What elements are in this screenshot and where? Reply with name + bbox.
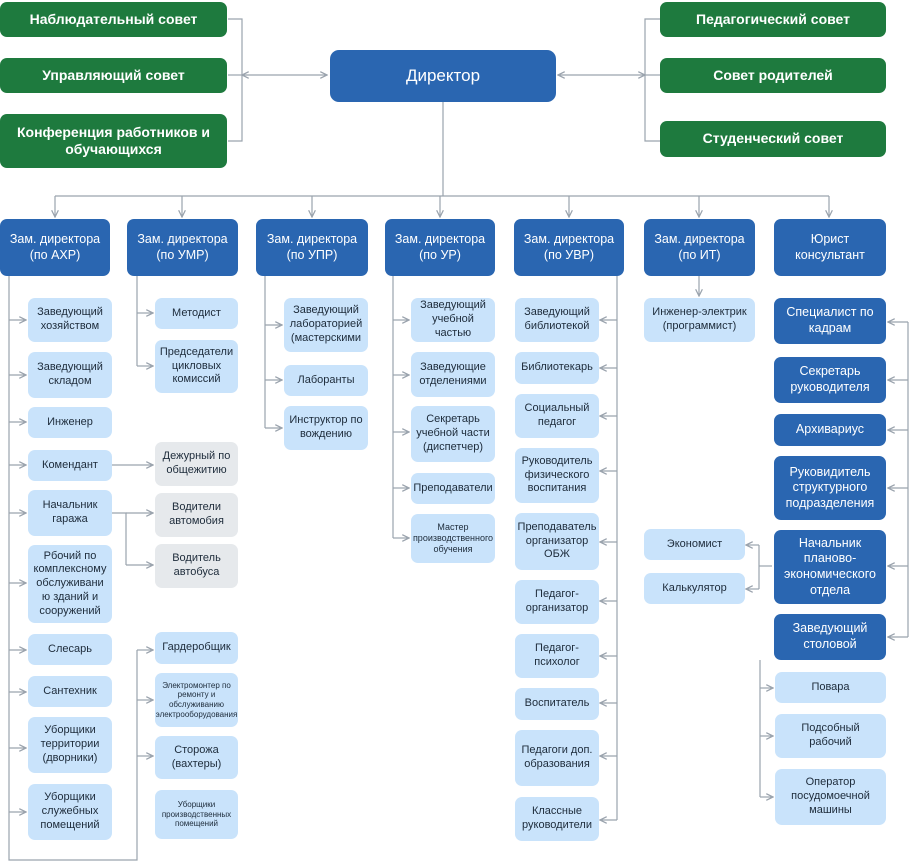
staff-box: Повара — [775, 672, 886, 703]
staff-box: Комендант — [28, 450, 112, 481]
director-box: Директор — [330, 50, 556, 102]
governance-parents-council: Совет родителей — [660, 58, 886, 93]
head-uvr: Зам. директора (по УВР) — [514, 219, 624, 276]
governance-conference: Конференция работников и обучающихся — [0, 114, 227, 168]
staff-box: Уборщики территории (дворники) — [28, 717, 112, 773]
staff-box: Гардеробщик — [155, 632, 238, 664]
staff-box: Преподаватель организатор ОБЖ — [515, 513, 599, 570]
staff-box: Начальник гаража — [28, 490, 112, 536]
staff-box: Педагог-организатор — [515, 580, 599, 624]
staff-box: Архивариус — [774, 414, 886, 446]
staff-box: Заведующий хозяйством — [28, 298, 112, 342]
staff-box: Калькулятор — [644, 573, 745, 604]
staff-box: Дежурный по общежитию — [155, 442, 238, 486]
staff-box: Преподаватели — [411, 473, 495, 504]
staff-box: Библиотекарь — [515, 352, 599, 384]
staff-box: Подсобный рабочий — [775, 714, 886, 758]
staff-box: Заведующий складом — [28, 352, 112, 398]
staff-box: Сантехник — [28, 676, 112, 707]
staff-box: Заведующий учебной частью — [411, 298, 495, 342]
governance-supervisory-board: Наблюдательный совет — [0, 2, 227, 37]
head-umr: Зам. директора (по УМР) — [127, 219, 238, 276]
head-ahr: Зам. директора (по АХР) — [0, 219, 110, 276]
staff-box: Руководитель физического воспитания — [515, 448, 599, 503]
staff-box: Методист — [155, 298, 238, 329]
staff-box: Уборщики служебных помещений — [28, 784, 112, 840]
staff-box: Заведующий лабораторией (мастерскими — [284, 298, 368, 352]
staff-box: Заведующий столовой — [774, 614, 886, 660]
staff-box: Рбочий по комплексному обслуживани ю зда… — [28, 545, 112, 623]
staff-box: Руковидитель структурного подразделения — [774, 456, 886, 520]
staff-box: Оператор посудомоечной машины — [775, 769, 886, 825]
staff-box: Заведующие отделениями — [411, 352, 495, 397]
governance-student-council: Студенческий совет — [660, 121, 886, 157]
governance-pedagogical-council: Педагогический совет — [660, 2, 886, 37]
staff-box: Специалист по кадрам — [774, 298, 886, 344]
staff-box: Лаборанты — [284, 365, 368, 396]
head-upr: Зам. директора (по УПР) — [256, 219, 368, 276]
governance-managing-board: Управляющий совет — [0, 58, 227, 93]
staff-box: Инструктор по вождению — [284, 406, 368, 450]
staff-box: Мастер производственного обучения — [411, 514, 495, 563]
staff-box: Инженер-электрик (программист) — [644, 298, 755, 342]
staff-box: Начальник планово-экономического отдела — [774, 530, 886, 604]
staff-box: Водители автомобия — [155, 493, 238, 537]
head-it: Зам. директора (по ИТ) — [644, 219, 755, 276]
head-lawyer: Юрист консультант — [774, 219, 886, 276]
staff-box: Председатели цикловых комиссий — [155, 340, 238, 393]
staff-box: Электромонтер по ремонту и обслуживанию … — [155, 673, 238, 727]
staff-box: Водитель автобуса — [155, 544, 238, 588]
head-ur: Зам. директора (по УР) — [385, 219, 495, 276]
staff-box: Педагоги доп. образования — [515, 730, 599, 786]
staff-box: Воспитатель — [515, 688, 599, 720]
staff-box: Инженер — [28, 407, 112, 438]
staff-box: Секретарь руководителя — [774, 357, 886, 403]
staff-box: Классные руководители — [515, 797, 599, 841]
staff-box: Педагог-психолог — [515, 634, 599, 678]
staff-box: Слесарь — [28, 634, 112, 665]
staff-box: Сторожа (вахтеры) — [155, 736, 238, 779]
staff-box: Экономист — [644, 529, 745, 560]
staff-box: Секретарь учебной части (диспетчер) — [411, 406, 495, 462]
staff-box: Заведующий библиотекой — [515, 298, 599, 342]
staff-box: Социальный педагог — [515, 394, 599, 438]
staff-box: Уборщики производственных помещений — [155, 790, 238, 839]
